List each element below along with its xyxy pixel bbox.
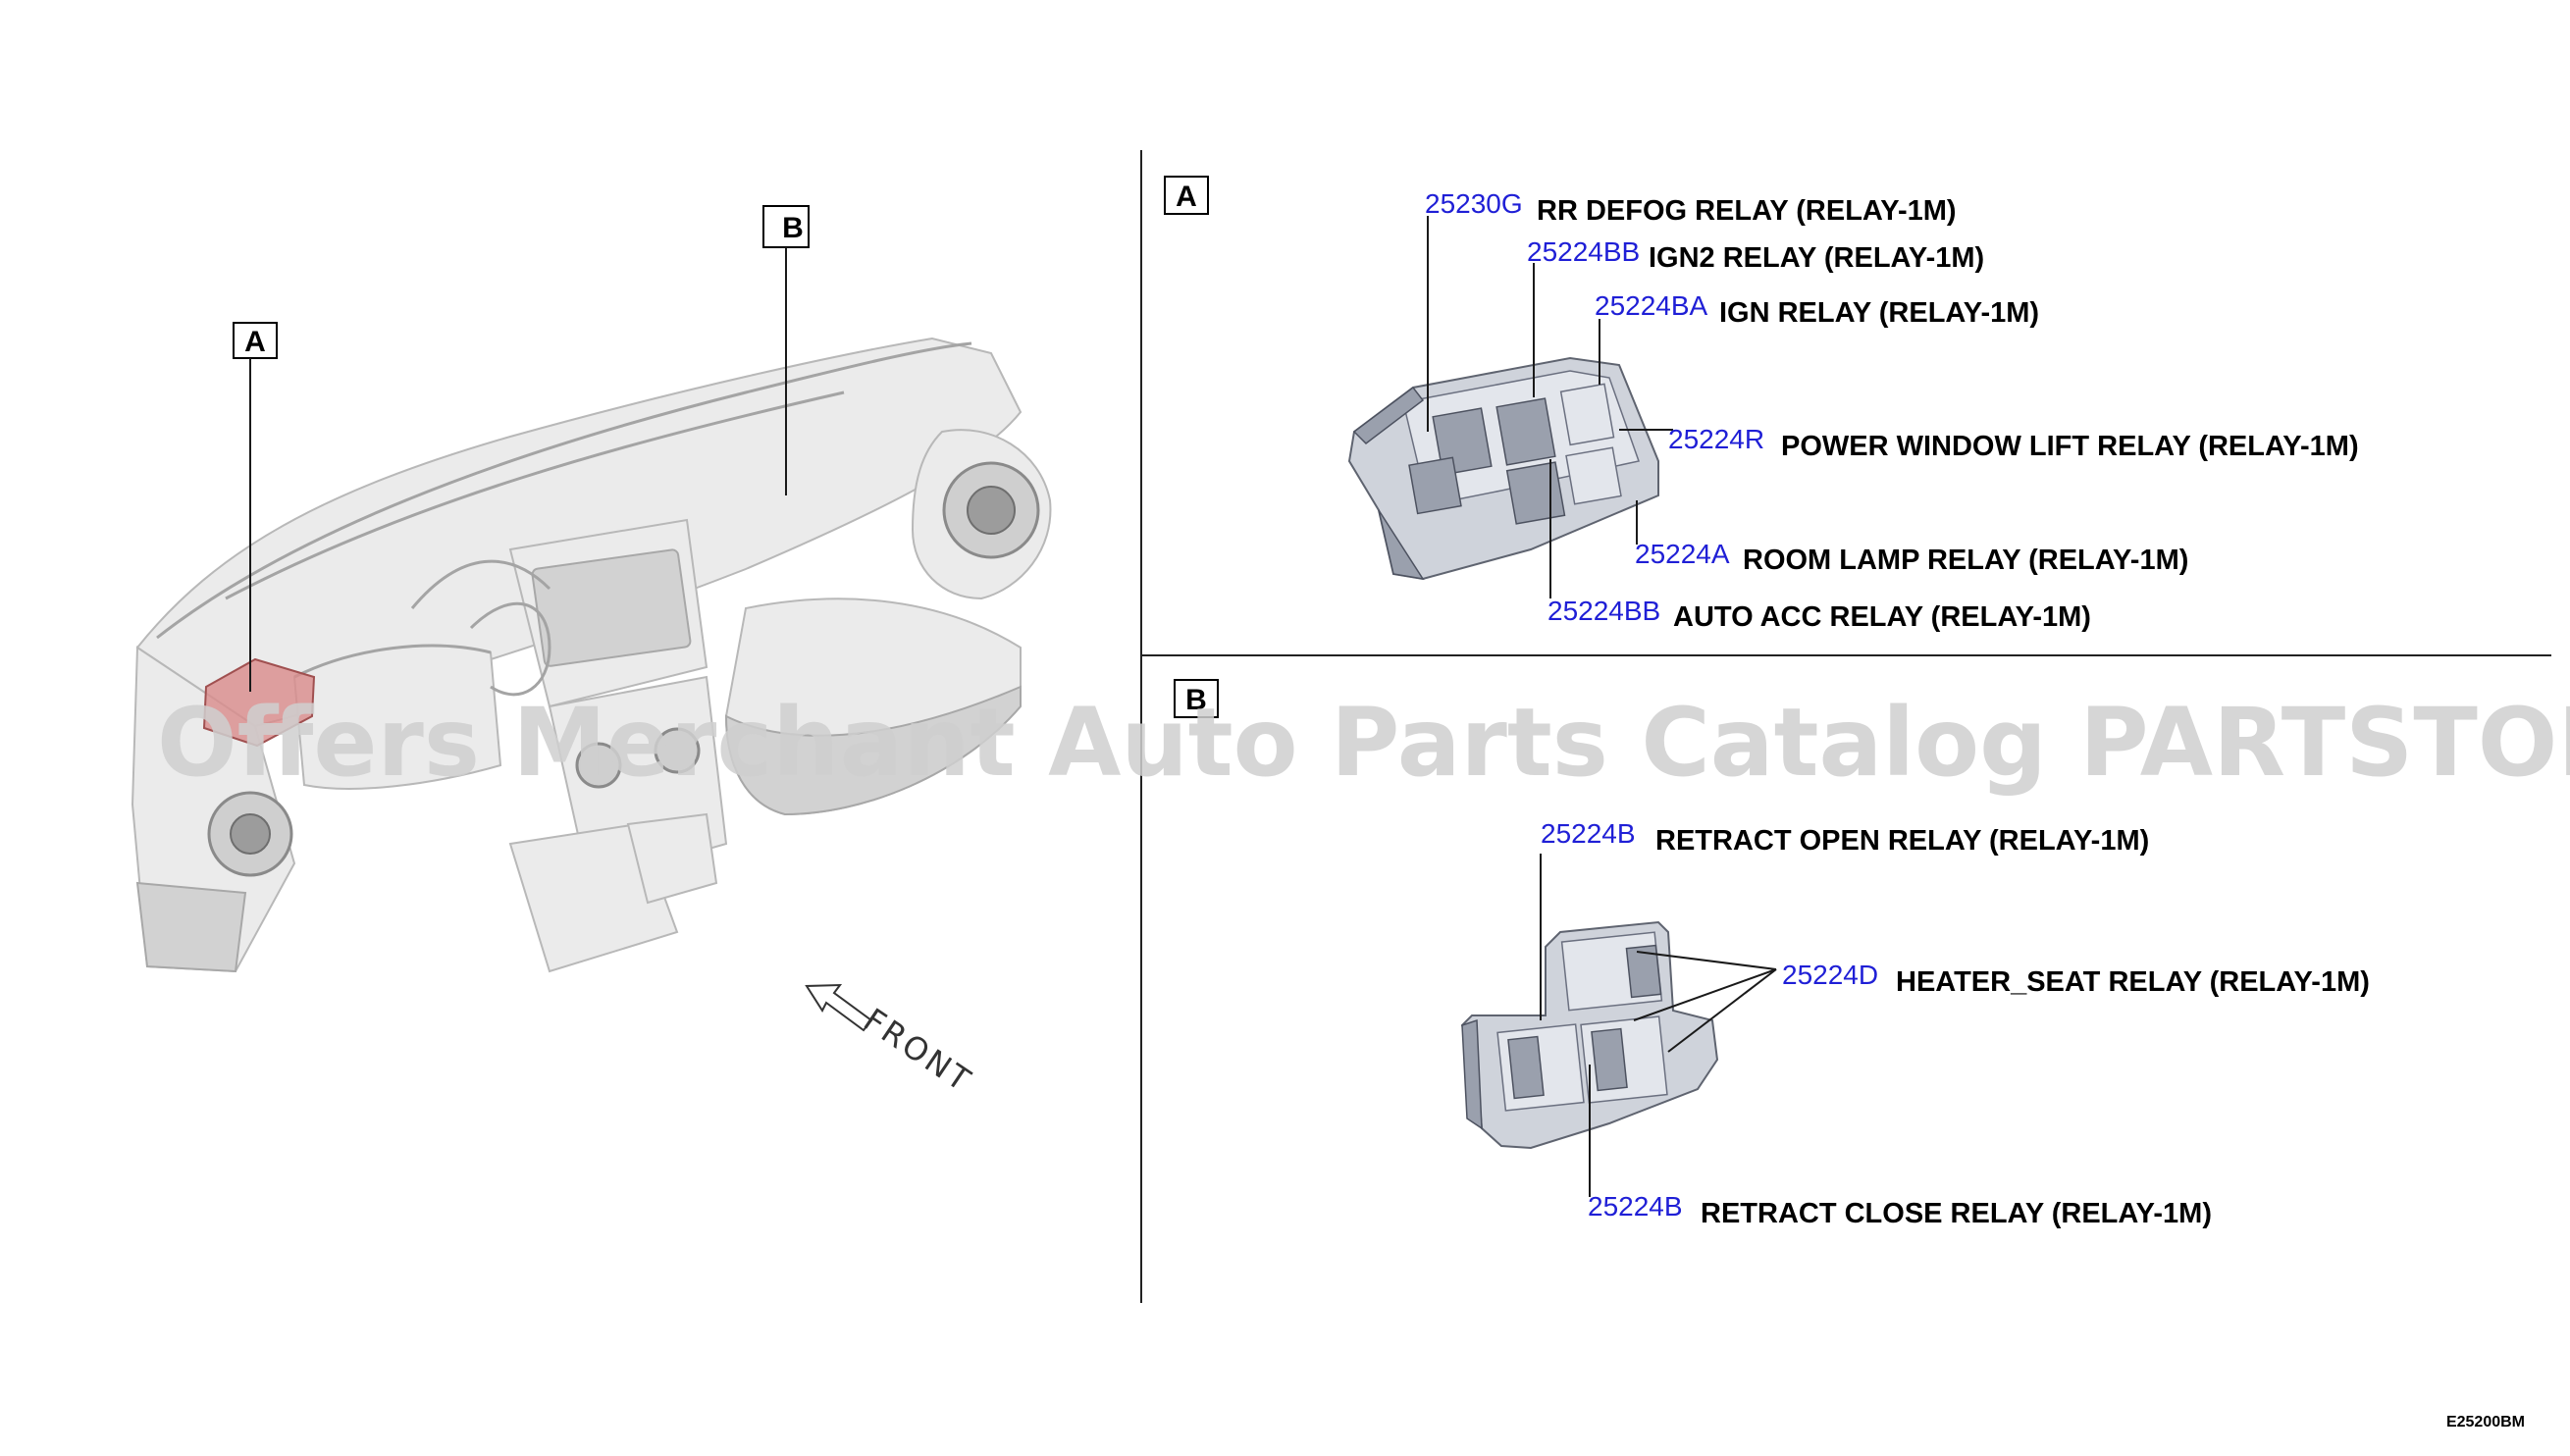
leader-25224d-1 <box>1636 951 1777 970</box>
code-25224d: 25224D <box>1782 960 1878 990</box>
name-room-lamp-relay: ROOM LAMP RELAY (RELAY-1M) <box>1743 545 2188 576</box>
relay-block-a <box>1347 356 1659 581</box>
watermark: Offers Merchant Auto Parts Catalog PARTS… <box>157 688 2570 798</box>
code-25224ba: 25224BA <box>1595 290 1708 321</box>
code-25224bb-ign2: 25224BB <box>1527 236 1640 267</box>
section-label-a: A <box>1176 181 1197 213</box>
front-arrow: FRONT <box>805 983 979 1100</box>
overview-callout-a: A <box>233 322 278 692</box>
section-b: B 25224B RETRACT OPEN RELAY (RELAY-1M) 2… <box>1174 679 2370 1229</box>
highlighted-relay-box <box>202 657 316 748</box>
code-25230g: 25230G <box>1425 188 1523 219</box>
code-25224a: 25224A <box>1635 539 1730 569</box>
name-heater-seat-relay: HEATER_SEAT RELAY (RELAY-1M) <box>1896 966 2370 998</box>
name-power-window-lift-relay: POWER WINDOW LIFT RELAY (RELAY-1M) <box>1781 431 2359 462</box>
relay-block-b <box>1460 920 1719 1150</box>
dashboard-illustration <box>131 337 1052 973</box>
front-label: FRONT <box>858 1001 979 1100</box>
code-25224bb-acc: 25224BB <box>1547 596 1660 626</box>
overview-callout-b: B <box>762 205 810 495</box>
name-auto-acc-relay: AUTO ACC RELAY (RELAY-1M) <box>1673 601 2091 633</box>
center-screen <box>531 548 692 667</box>
code-25224b-open: 25224B <box>1541 818 1636 849</box>
leader-25224d-3 <box>1667 968 1777 1053</box>
right-vent-inner <box>967 486 1016 535</box>
overview-label-b: B <box>782 212 804 244</box>
code-25224r: 25224R <box>1668 424 1764 454</box>
center-knob-left <box>575 742 622 789</box>
name-ign-relay: IGN RELAY (RELAY-1M) <box>1719 297 2039 329</box>
leader-25224d-2 <box>1633 968 1777 1021</box>
name-retract-open-relay: RETRACT OPEN RELAY (RELAY-1M) <box>1655 825 2149 857</box>
overview-label-a: A <box>244 326 266 358</box>
center-knob-right <box>654 727 701 774</box>
diagram-code: E25200BM <box>2446 1414 2525 1430</box>
section-label-b: B <box>1185 684 1207 716</box>
name-retract-close-relay: RETRACT CLOSE RELAY (RELAY-1M) <box>1701 1198 2212 1229</box>
name-ign2-relay: IGN2 RELAY (RELAY-1M) <box>1649 242 1984 274</box>
section-a: A 25230G RR DEFOG RELAY (RELAY-1M) 25224… <box>1164 176 2359 633</box>
code-25224b-close: 25224B <box>1588 1191 1683 1222</box>
left-vent-inner <box>230 813 271 855</box>
name-rr-defog-relay: RR DEFOG RELAY (RELAY-1M) <box>1537 195 1957 227</box>
